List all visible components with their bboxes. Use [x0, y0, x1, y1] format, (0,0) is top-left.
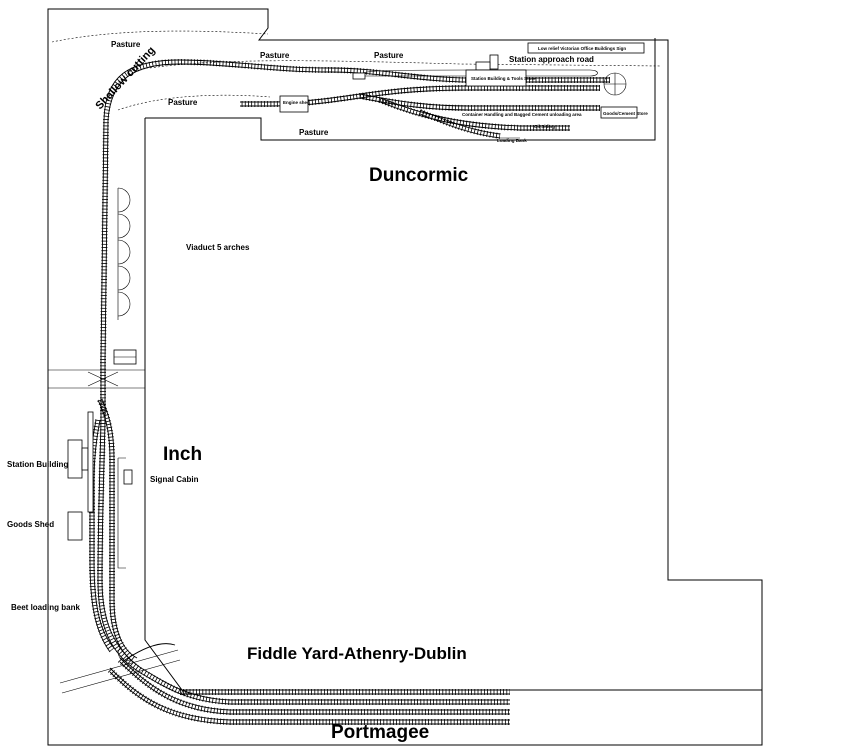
duncormic-label: Duncormic [369, 165, 469, 186]
pasture-label-5: Pasture [299, 128, 329, 137]
station-building-box [465, 69, 527, 87]
pasture-label-4: Pasture [168, 98, 198, 107]
engine-shed-box [279, 95, 309, 113]
pasture-label-1: Pasture [111, 40, 141, 49]
pasture-fences [51, 30, 661, 111]
duncormic-buildings [279, 42, 645, 139]
station-building-label: Station Building [7, 460, 68, 469]
viaduct [113, 187, 137, 365]
main-line-track [96, 58, 610, 705]
engine-shed-label: Engine shed [283, 100, 310, 105]
baseboard-outline [47, 8, 763, 746]
inch-goods-shed [67, 511, 83, 541]
shallow-cutting-label: Shallow cutting [93, 44, 157, 112]
inch-signal-cabin [123, 469, 133, 485]
inch-station-tracks [89, 398, 138, 663]
goods-store-box [600, 106, 638, 119]
pasture-label-3: Pasture [374, 51, 404, 60]
container-area-label: Container Handling and Bagged Cement unl… [462, 112, 582, 117]
oil-siding-label: Oil Siding [534, 124, 555, 129]
inch-buildings [67, 411, 133, 662]
low-relief-label: Low relief Victorian Office Buildings Si… [538, 46, 626, 51]
fiddle-yard-label: Fiddle Yard-Athenry-Dublin [247, 644, 467, 663]
station-approach-label: Station approach road [509, 55, 594, 64]
viaduct-label: Viaduct 5 arches [186, 243, 250, 252]
inner-loop-track [240, 85, 600, 139]
beet-bank-label: Beet loading bank [11, 603, 80, 612]
sign-box [527, 42, 645, 54]
signal-cabin-label: Signal Cabin [150, 475, 199, 484]
inch-label: Inch [163, 444, 202, 465]
level-crossing [87, 371, 119, 387]
fiddle-yard-tracks [59, 643, 510, 725]
portmagee-label: Portmagee [331, 722, 429, 743]
loading-bank-label: Loading Bank [497, 138, 527, 143]
station-tools-label: Station Building & Tools Store [471, 76, 536, 81]
inch-station-building [67, 439, 83, 479]
goods-shed-label: Goods Shed [7, 520, 54, 529]
pasture-label-2: Pasture [260, 51, 290, 60]
goods-store-label: Goods/Cement Store [603, 111, 648, 116]
